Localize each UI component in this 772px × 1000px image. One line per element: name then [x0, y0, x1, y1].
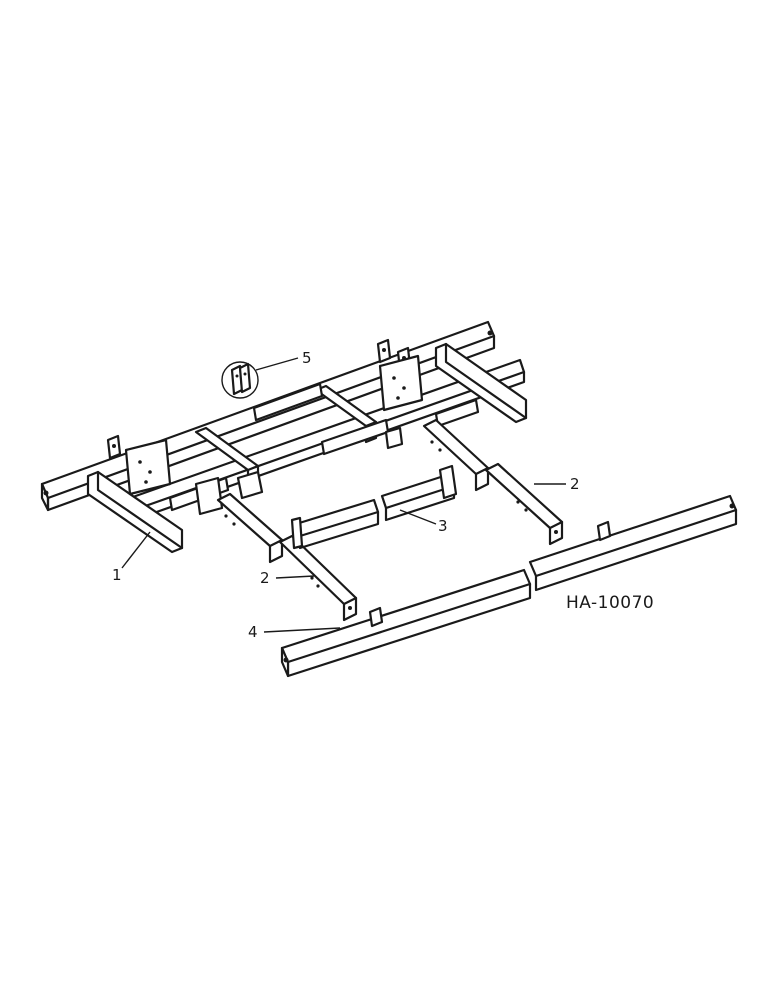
extension-left	[216, 492, 358, 622]
pin-detail	[221, 361, 259, 399]
front-bar	[280, 494, 738, 678]
callout-2-right: 2	[570, 475, 580, 493]
callout-3: 3	[438, 517, 448, 535]
main-frame	[40, 320, 528, 554]
callout-2-left: 2	[260, 569, 270, 587]
callout-5: 5	[302, 349, 312, 367]
callout-1: 1	[112, 566, 122, 584]
leader-lines	[121, 357, 566, 633]
extension-right	[422, 418, 564, 546]
center-tube-assembly	[290, 464, 458, 550]
reference-number: HA-10070	[566, 593, 654, 613]
callout-4: 4	[248, 623, 258, 641]
